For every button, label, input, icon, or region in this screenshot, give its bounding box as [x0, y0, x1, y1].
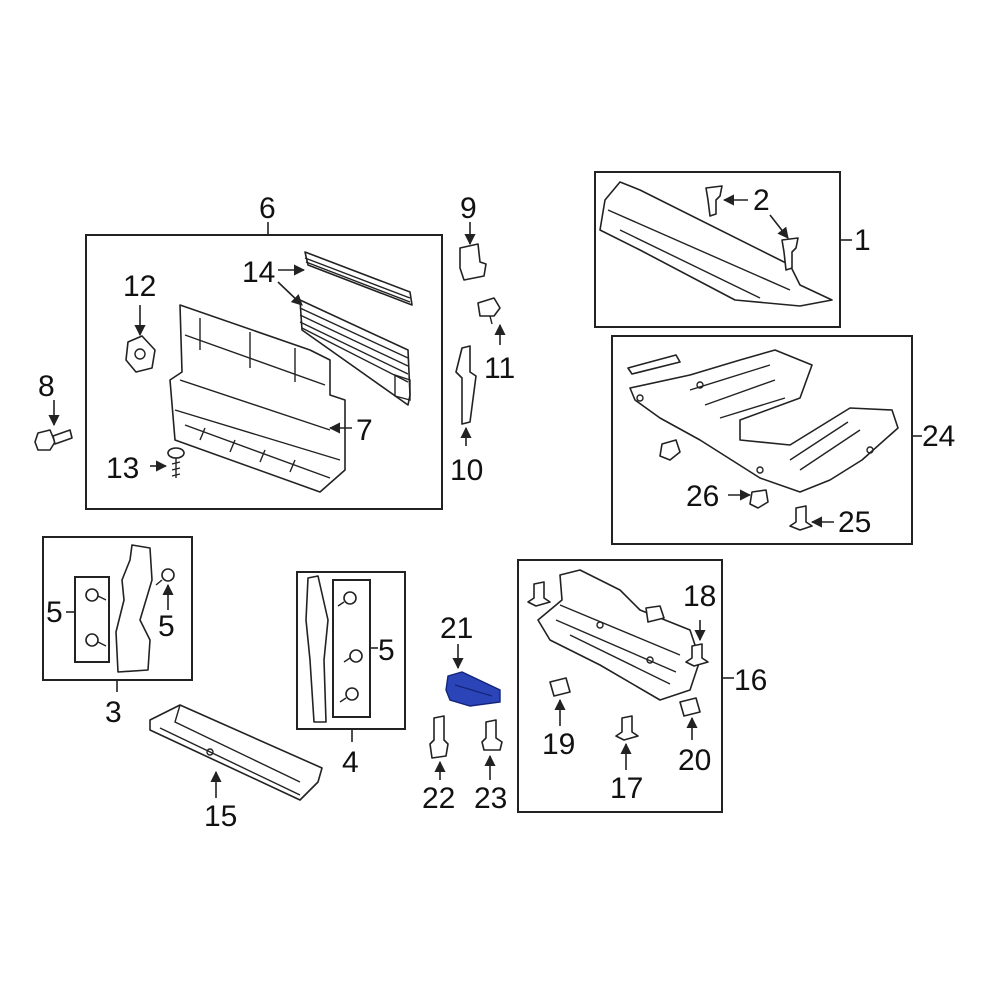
callout-23: 23	[474, 782, 507, 815]
part-17-bolt	[615, 715, 639, 741]
group-4-box	[296, 571, 406, 742]
callout-5-a: 5	[46, 596, 63, 629]
part-13-screw	[167, 447, 185, 478]
part-9-clip	[459, 243, 487, 281]
part-21-bracket-highlighted	[445, 671, 501, 707]
callout-26: 26	[686, 480, 719, 513]
group-16-box	[517, 559, 734, 813]
callout-6: 6	[259, 192, 276, 225]
callout-9: 9	[460, 192, 477, 225]
callout-17: 17	[610, 772, 643, 805]
callout-25: 25	[838, 506, 871, 539]
part-24-nut	[659, 439, 681, 461]
part-4-seal	[305, 575, 329, 723]
callout-10: 10	[450, 454, 483, 487]
part-24-splash-shield	[627, 349, 899, 493]
part-12-bracket	[125, 335, 156, 373]
part-23-clip	[481, 719, 503, 751]
part-2-push-pin	[705, 185, 799, 271]
callout-24: 24	[922, 420, 955, 453]
callout-22: 22	[422, 782, 455, 815]
part-25-screw	[789, 505, 813, 531]
part-1-deflector	[599, 181, 833, 307]
group-5a-box	[74, 576, 110, 663]
callout-14: 14	[242, 256, 275, 289]
part-5-screws-c	[337, 591, 363, 703]
callout-5-c: 5	[378, 634, 395, 667]
part-16-splash-shield	[537, 569, 701, 701]
part-7-shutter-frame	[169, 304, 346, 493]
part-16-bolt	[527, 581, 551, 607]
part-18-bolt	[685, 643, 709, 667]
part-10-bracket	[455, 345, 477, 425]
part-26-nut	[749, 489, 769, 509]
callout-15: 15	[204, 800, 237, 833]
callout-13: 13	[106, 452, 139, 485]
callout-11: 11	[484, 352, 515, 385]
part-5-screw-b	[155, 568, 175, 586]
part-20-clip	[679, 697, 701, 717]
callout-8: 8	[38, 370, 55, 403]
callout-3: 3	[105, 696, 122, 729]
callout-12: 12	[123, 270, 156, 303]
callout-16: 16	[734, 664, 767, 697]
part-8-bolt	[34, 429, 73, 451]
part-14-louvers	[299, 251, 413, 406]
group-3-box	[42, 536, 193, 692]
part-15-deflector	[149, 704, 323, 801]
part-19-clip	[549, 677, 571, 697]
group-1-box	[594, 171, 852, 328]
callout-1: 1	[854, 224, 871, 257]
callout-20: 20	[678, 744, 711, 777]
part-16-clip	[645, 605, 665, 623]
callout-4: 4	[342, 746, 359, 779]
callout-19: 19	[542, 728, 575, 761]
group-24-box	[611, 335, 922, 545]
callout-7: 7	[356, 414, 373, 447]
part-5-screws-a	[85, 588, 107, 647]
callout-21: 21	[440, 612, 473, 645]
callout-18: 18	[683, 580, 716, 613]
part-3-seal	[115, 544, 153, 673]
part-22-stud	[429, 715, 449, 759]
group-6-box	[85, 222, 443, 510]
callout-2: 2	[753, 184, 770, 217]
part-11-bolt	[477, 297, 501, 325]
callout-5-b: 5	[158, 610, 175, 643]
